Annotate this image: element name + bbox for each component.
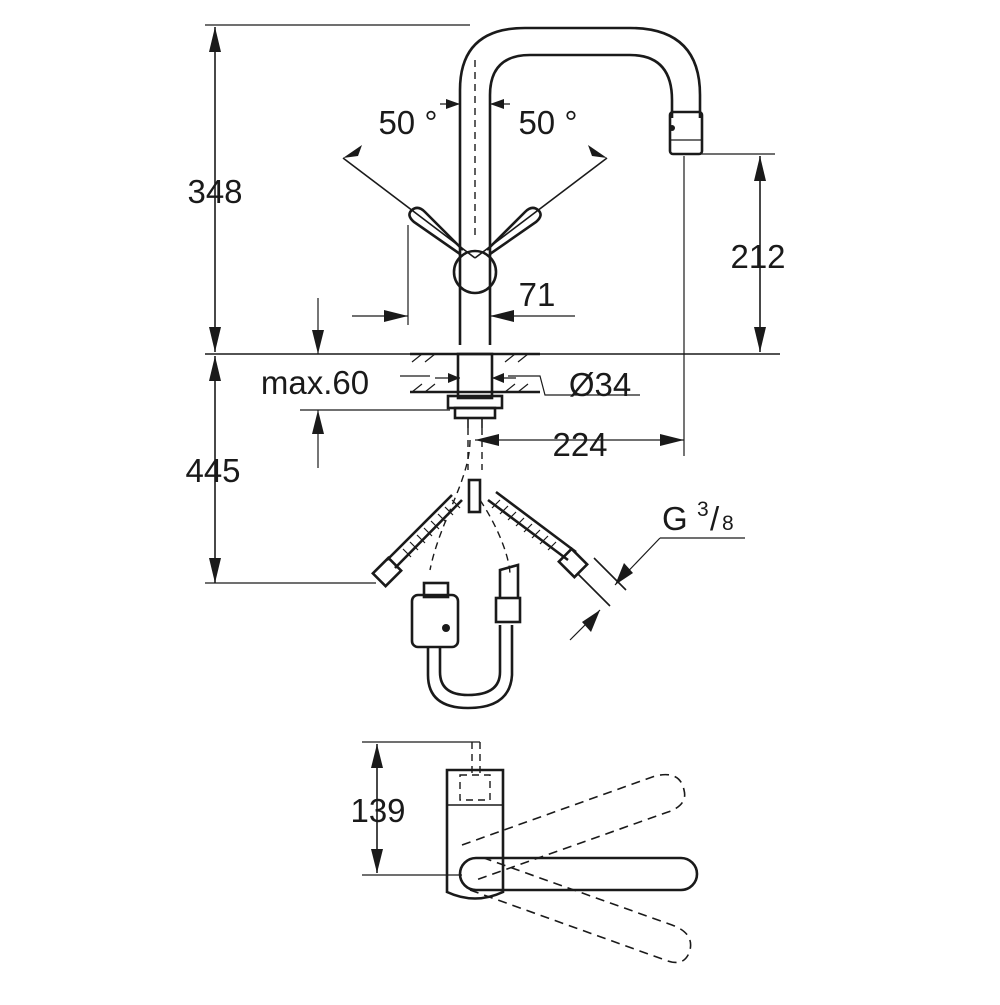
dim-mounting-hole: Ø34: [569, 366, 631, 403]
dim-spout-height: 212: [700, 153, 786, 352]
dim-label-angle-left: 50 °: [378, 104, 437, 141]
dim-label-angle-right: 50 °: [518, 104, 577, 141]
dim-label-139: 139: [350, 792, 405, 829]
dim-top-view-depth: 139: [350, 741, 480, 876]
dim-label-thread-slash: /: [710, 500, 720, 537]
dim-handle-angles: 50 ° 50 °: [343, 99, 607, 158]
dim-label-diameter: Ø34: [569, 366, 631, 403]
dim-label-thread: G: [662, 500, 688, 537]
supply-hoses: [371, 428, 627, 607]
dim-label-max60: max.60: [261, 364, 369, 401]
faucet-handle: [342, 157, 608, 295]
dim-label-224: 224: [552, 426, 607, 463]
dim-label-445: 445: [185, 452, 240, 489]
dim-label-71: 71: [519, 276, 556, 313]
dim-label-348: 348: [187, 173, 242, 210]
pullout-weight: [410, 563, 522, 710]
dim-height-above-counter: 348: [187, 24, 470, 352]
dim-counter-thickness: max.60: [261, 298, 450, 468]
dim-label-thread-denominator: 8: [722, 512, 734, 535]
dim-label-thread-numerator: 3: [697, 498, 709, 521]
faucet-spout: [458, 26, 704, 345]
faucet-top-view: [445, 742, 699, 964]
dim-handle-offset: 71: [352, 225, 575, 325]
dim-height-below-counter: 445: [185, 356, 376, 584]
dim-connection-thread: G 3 / 8: [569, 498, 745, 641]
dim-spout-reach: 224: [475, 156, 685, 463]
dim-label-212: 212: [730, 238, 785, 275]
